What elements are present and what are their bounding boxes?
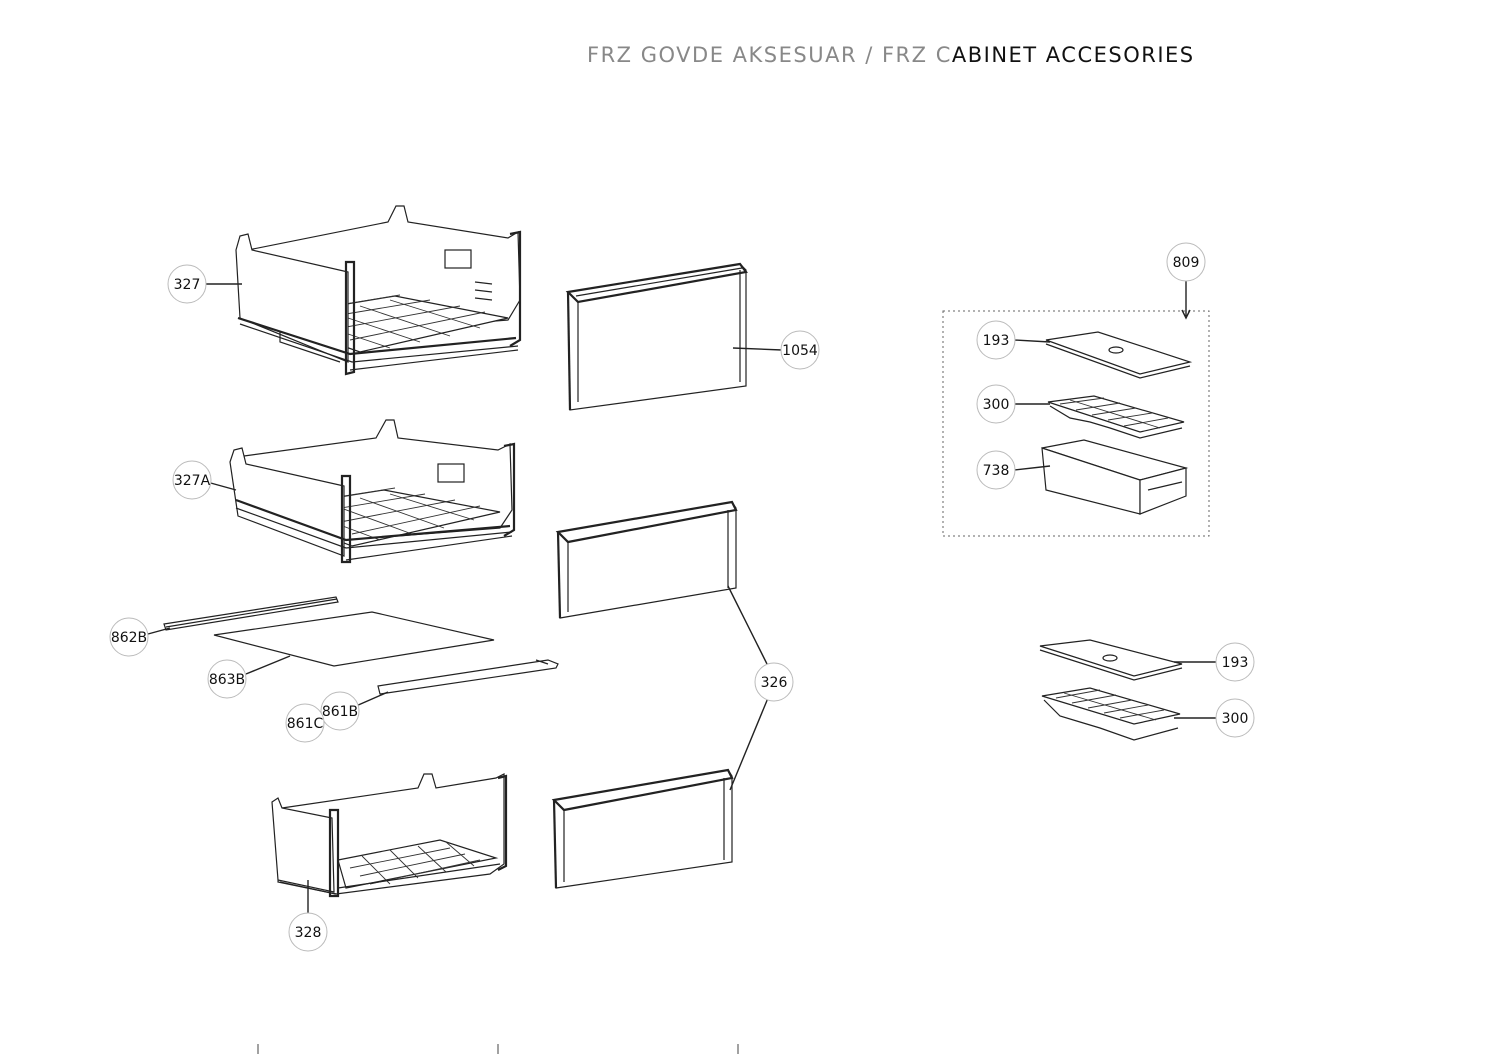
shelf-rail-861b	[377, 659, 559, 695]
callout-328: 328	[288, 912, 328, 952]
callout-300-kit: 300	[976, 384, 1016, 424]
ice-tray-cover-193-in-kit	[1045, 331, 1193, 379]
callout-label: 809	[1173, 255, 1200, 271]
callout-label: 193	[1222, 655, 1249, 671]
bottom-tick-marks	[257, 1044, 739, 1054]
title-part-dark: ABINET ACCESORIES	[952, 43, 1195, 67]
callout-193: 193	[1215, 642, 1255, 682]
basket-328	[271, 773, 508, 898]
callout-863b: 863B	[207, 659, 247, 699]
callout-label: 300	[983, 397, 1010, 413]
callout-label: 1054	[782, 343, 818, 359]
callout-label: 327	[174, 277, 201, 293]
ice-tray-300	[1041, 687, 1181, 741]
callout-label: 193	[983, 333, 1010, 349]
ice-bucket-738	[1041, 439, 1189, 515]
callout-label: 861C	[287, 716, 324, 732]
callout-label: 863B	[209, 672, 245, 688]
callout-label: 738	[983, 463, 1010, 479]
callout-label: 861B	[322, 704, 358, 720]
callout-327: 327	[167, 264, 207, 304]
basket-327	[235, 205, 522, 376]
front-panel-1054	[565, 262, 748, 411]
callout-300: 300	[1215, 698, 1255, 738]
leader-lines	[147, 279, 1216, 914]
page-title: FRZ GOVDE AKSESUAR / FRZ CABINET ACCESOR…	[587, 43, 1195, 67]
title-part-light: FRZ GOVDE AKSESUAR / FRZ C	[587, 43, 952, 67]
callout-861c: 861C	[285, 703, 325, 743]
callout-809: 809	[1166, 242, 1206, 282]
ice-tray-300-in-kit	[1047, 395, 1185, 439]
glass-shelf-863b	[213, 611, 495, 667]
callout-label: 300	[1222, 711, 1249, 727]
callout-326: 326	[754, 662, 794, 702]
callout-327a: 327A	[172, 460, 212, 500]
callout-1054: 1054	[780, 330, 820, 370]
callout-label: 327A	[174, 473, 211, 489]
callout-label: 862B	[111, 630, 147, 646]
callout-862b: 862B	[109, 617, 149, 657]
callout-193-kit: 193	[976, 320, 1016, 360]
callout-label: 326	[761, 675, 788, 691]
front-panel-326-lower	[551, 768, 734, 889]
shelf-rail-862b	[163, 596, 339, 631]
front-panel-326-upper	[555, 500, 738, 619]
callout-738: 738	[976, 450, 1016, 490]
callout-861b: 861B	[320, 691, 360, 731]
callout-label: 328	[295, 925, 322, 941]
basket-327a	[229, 419, 516, 564]
ice-tray-cover-193	[1039, 639, 1183, 681]
